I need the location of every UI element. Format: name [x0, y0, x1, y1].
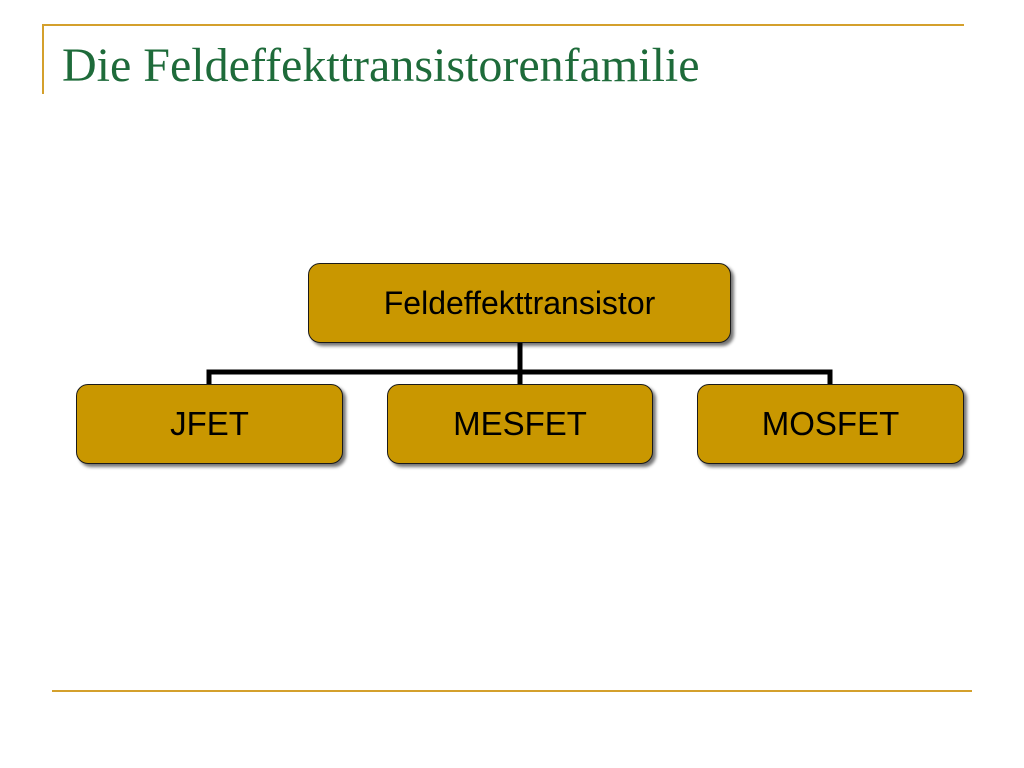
node-mesfet: MESFET — [387, 384, 653, 464]
node-mosfet: MOSFET — [697, 384, 964, 464]
node-feldeffekttransistor: Feldeffekttransistor — [308, 263, 731, 343]
node-label: Feldeffekttransistor — [383, 284, 656, 321]
bottom-divider-line — [52, 690, 972, 692]
node-label: MOSFET — [761, 405, 900, 442]
left-accent-line — [42, 24, 44, 94]
node-label: MESFET — [453, 405, 587, 442]
node-label: JFET — [170, 405, 249, 442]
slide-title: Die Feldeffekttransistorenfamilie — [62, 39, 700, 92]
top-divider-line — [42, 24, 964, 26]
node-jfet: JFET — [76, 384, 343, 464]
